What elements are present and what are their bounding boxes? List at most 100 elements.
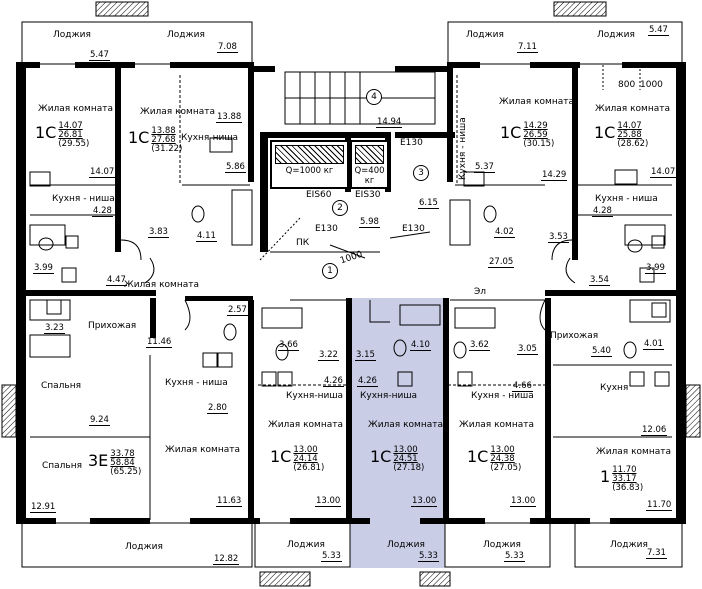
room-label: Кухня - ниша [52, 194, 115, 204]
stairwell [284, 71, 436, 125]
area-value: 5.33 [321, 551, 342, 562]
total-area: 26.81 [58, 130, 83, 140]
area-value: 4.66 [512, 381, 533, 392]
room-label: Лоджия [53, 30, 91, 40]
area-value: 2.80 [207, 403, 228, 414]
elevator-large-capacity: Q=1000 кг [285, 166, 334, 176]
total-area: 24.51 [393, 454, 418, 464]
fire-hydrant-label: ПК [296, 238, 310, 248]
apartment-type: 1С [35, 123, 57, 142]
living-area: 14.29 [523, 121, 548, 131]
area-value: 2.57 [227, 305, 248, 316]
room-label: Жилая комната [459, 420, 534, 430]
area-value: 3.15 [355, 350, 376, 361]
area-value: 4.47 [106, 275, 127, 286]
area-value: 3.05 [517, 344, 538, 355]
full-area: (29.55) [58, 139, 90, 149]
room-label: Жилая комната [38, 104, 113, 114]
room-label: Жилая комната [140, 107, 215, 117]
room-label: Лоджия [125, 542, 163, 552]
area-value: 14.94 [376, 117, 403, 128]
area-value: 13.00 [315, 496, 342, 507]
full-area: (26.81) [293, 463, 325, 473]
full-area: (36.83) [612, 483, 644, 493]
living-area: 13.00 [293, 445, 318, 455]
living-area: 33.78 [110, 449, 135, 459]
total-area: 25.88 [617, 130, 642, 140]
apartment-type: 1С [370, 447, 392, 466]
elevator-small: Q=400 кг [350, 140, 389, 189]
room-label: Жилая комната [124, 280, 199, 290]
total-area: 24.38 [490, 454, 515, 464]
area-value: 12.91 [30, 502, 57, 513]
living-area: 14.07 [617, 121, 642, 131]
apartment-type: 1С [467, 447, 489, 466]
area-value: 5.33 [418, 551, 439, 562]
room-label: Кухня-ниша [286, 391, 344, 401]
total-area: 33.17 [612, 474, 637, 484]
room-label: Лоджия [287, 540, 325, 550]
room-label: Кухня - ниша [595, 194, 658, 204]
living-area: 11.70 [612, 465, 637, 475]
area-value: 11.70 [646, 500, 673, 511]
area-value: 27.05 [488, 257, 515, 268]
apartment-type: 1С [594, 123, 616, 142]
full-area: (65.25) [110, 467, 142, 477]
area-value: 3.23 [44, 323, 65, 334]
area-value: 4.28 [92, 206, 113, 217]
area-value: 3.54 [589, 275, 610, 286]
fire-rating-label: EIS60 [306, 190, 332, 200]
room-label: Кухня - ниша [165, 378, 228, 388]
marker-2: 2 [332, 200, 348, 216]
area-value: 4.28 [592, 206, 613, 217]
room-label: Кухня - ниша [458, 117, 468, 180]
elevator-small-capacity: Q=400 кг [354, 166, 385, 186]
thin-partitions [30, 65, 672, 520]
room-label: Прихожая [550, 331, 599, 341]
fire-rating-label: E130 [400, 138, 423, 148]
area-value: 3.99 [33, 263, 54, 274]
total-area: 26.59 [523, 130, 548, 140]
door-swings [120, 217, 576, 331]
area-value: 13.00 [510, 496, 537, 507]
marker-4: 4 [366, 89, 382, 105]
dimension-label: 800 [618, 80, 636, 90]
room-label: Кухня-ниша [181, 133, 239, 143]
area-value: 4.02 [494, 227, 515, 238]
area-value: 13.00 [411, 496, 438, 507]
total-area: 58.84 [110, 458, 135, 468]
room-label: Жилая комната [368, 420, 443, 430]
living-area: 13.00 [490, 445, 515, 455]
area-value: 4.11 [196, 231, 217, 242]
area-value: 5.33 [504, 551, 525, 562]
highlighted-apartment[interactable] [350, 298, 445, 568]
area-value: 13.88 [216, 112, 243, 123]
area-value: 3.62 [469, 340, 490, 351]
room-label: Лоджия [483, 540, 521, 550]
fire-rating-label: EIS30 [355, 190, 381, 200]
area-value: 3.99 [645, 263, 666, 274]
apartment-type: 1С [270, 447, 292, 466]
area-value: 5.37 [474, 162, 495, 173]
room-label: Спальня [41, 381, 82, 391]
area-value: 4.26 [357, 376, 378, 387]
total-area: 24.14 [293, 454, 318, 464]
area-value: 4.01 [643, 339, 664, 350]
elevator-large: Q=1000 кг [270, 140, 349, 189]
dimension-label: 1000 [640, 80, 663, 90]
apartment-type: 1С [128, 128, 150, 147]
area-value: 7.08 [217, 42, 238, 53]
marker-1: 1 [322, 263, 338, 279]
area-value: 3.53 [548, 232, 569, 243]
